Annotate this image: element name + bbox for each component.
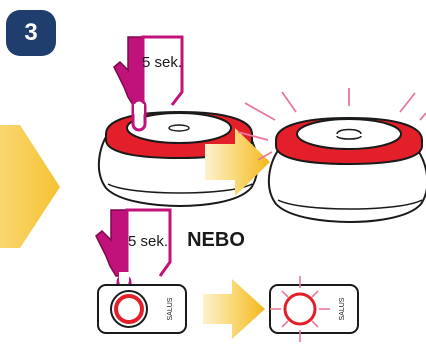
- hold-time-label-top: 5 sek.: [142, 54, 182, 71]
- or-label: NEBO: [187, 229, 245, 251]
- brand-label-left: SALUS: [167, 297, 174, 320]
- brand-label-right: SALUS: [339, 297, 346, 320]
- step-arrow-left: [0, 125, 60, 248]
- small-device-pressed: SALUS: [98, 285, 186, 333]
- gateway-device-blinking: [269, 118, 426, 222]
- hold-time-label-bottom: 5 sek.: [128, 233, 168, 250]
- arrow-bottom-icon: [203, 279, 265, 339]
